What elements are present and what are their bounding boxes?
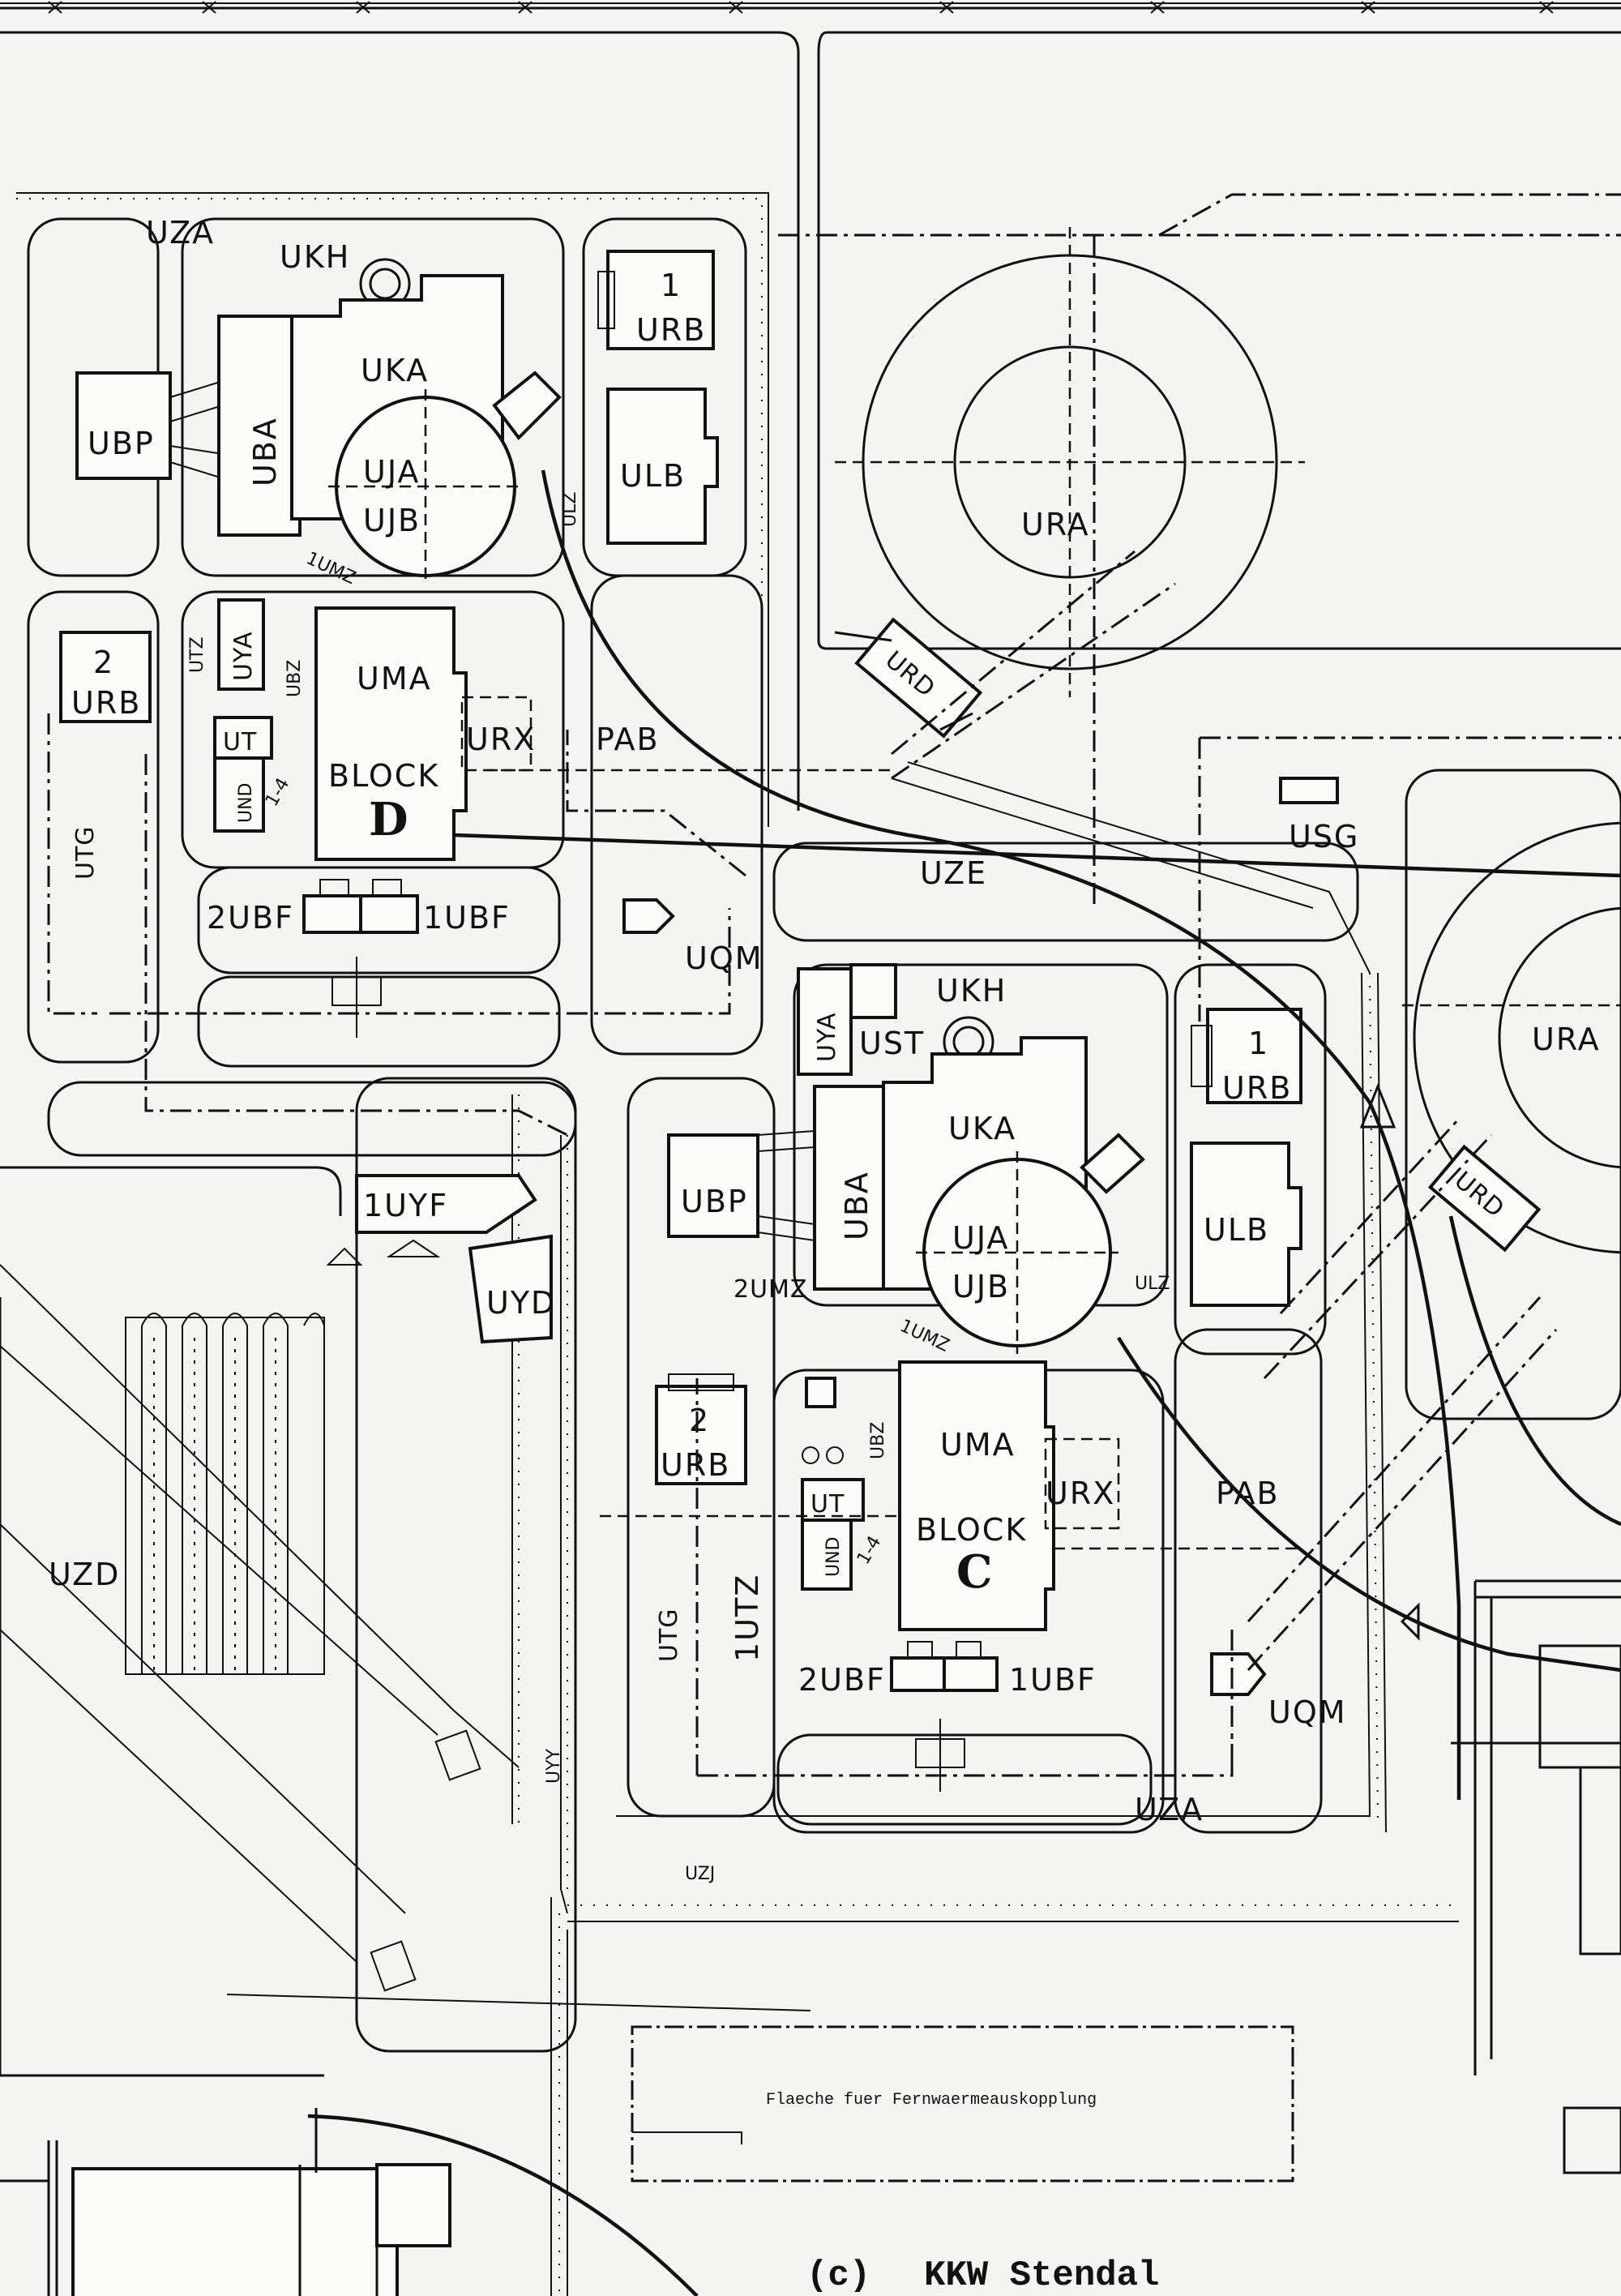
urb1-d-label: URB: [636, 312, 706, 348]
power-lines: [0, 1264, 811, 2011]
uya-c-label: UYA: [813, 1013, 841, 1062]
ubf1-d-label: 1UBF: [423, 900, 511, 936]
uka-d-label: UKA: [361, 353, 429, 388]
cooling-tower-right: URA URD: [1402, 821, 1621, 1254]
uka-c-label: UKA: [948, 1111, 1016, 1146]
ura-label: URA: [1021, 507, 1090, 542]
district-heating-note: Flaeche fuer Fernwaermeauskopplung: [766, 2091, 1097, 2110]
ubp-d-label: UBP: [88, 426, 155, 461]
urb2-d-building: [59, 631, 152, 723]
uze-label: UZE: [920, 855, 987, 891]
ubz-c-label: UBZ: [868, 1422, 888, 1459]
ubz-d-label: UBZ: [284, 660, 305, 697]
ulb-c-label: ULB: [1204, 1212, 1269, 1248]
usg-building: [1279, 777, 1339, 804]
urb2-d-label: URB: [71, 685, 141, 721]
und-d-label: UND: [236, 783, 256, 824]
main-pipelines: [307, 469, 1621, 2296]
ukh-d-label: UKH: [280, 239, 350, 275]
caption-copyright: (c): [806, 2255, 870, 2296]
urb1-c-label: URB: [1222, 1070, 1292, 1106]
urb2-d-num: 2: [93, 645, 114, 680]
ut-c-label: UT: [810, 1490, 845, 1519]
uyf-label: 1UYF: [363, 1188, 448, 1223]
block-c-letter: C: [956, 1545, 993, 1599]
urb1-c-num: 1: [1248, 1026, 1269, 1061]
ujb-d-label: UJB: [363, 503, 421, 538]
urx-d-label: URX: [466, 722, 536, 757]
uja-c-label: UJA: [952, 1220, 1009, 1256]
ulb-d-building: [606, 388, 719, 545]
urx-c-label: URX: [1046, 1476, 1115, 1511]
utg-d-label: UTG: [71, 825, 100, 880]
ubp-d-building: [75, 371, 172, 480]
ubp-c-label: UBP: [681, 1184, 748, 1219]
step-c-label: 1-4: [853, 1533, 886, 1569]
umz-d-label: 1UMZ: [303, 548, 359, 589]
ubf2-c-label: 2UBF: [798, 1662, 886, 1698]
utg-c-label: UTG: [655, 1608, 683, 1662]
block-d: UZA UKH UBP UBA UKA UJA UJB ULZ 1UMZ 1 U…: [59, 215, 763, 1038]
ulb-c-building: [1190, 1142, 1302, 1307]
utz-c-label: 1UTZ: [729, 1574, 765, 1662]
umz1-c-label: 1UMZ: [896, 1316, 952, 1356]
uma-c-building: [898, 1360, 1055, 1631]
cooling-tower-upper: URA URD: [834, 227, 1305, 739]
ulb-d-label: ULB: [620, 458, 686, 494]
ut-d-label: UT: [223, 728, 257, 756]
usg-label: USG: [1289, 819, 1359, 855]
uba-d-building: [217, 315, 302, 537]
uza-c-label: UZA: [1135, 1792, 1204, 1827]
caption-site: KKW Stendal: [924, 2255, 1159, 2296]
utility-lines: [47, 193, 1621, 1777]
step-d-label: 1-4: [262, 775, 294, 811]
uma-d-label: UMA: [357, 661, 432, 696]
block-c-word: BLOCK: [916, 1512, 1027, 1548]
uma-d-building: [314, 606, 468, 861]
uba-c-label: UBA: [839, 1171, 875, 1240]
ust-c-label: UST: [859, 1026, 925, 1061]
bottom-left-buildings: [0, 2108, 451, 2296]
uza-d-label: UZA: [146, 215, 215, 251]
uzd-parking-lot: [125, 1313, 325, 1675]
ujb-c-label: UJB: [952, 1269, 1010, 1304]
map-caption: (c) KKW Stendal: [806, 2255, 1159, 2296]
right-edge-structures: [1451, 1579, 1621, 2174]
uzd-label: UZD: [49, 1557, 120, 1592]
block-d-letter: D: [369, 793, 408, 846]
urb2-c-label: URB: [661, 1447, 730, 1483]
ubf1-c-label: 1UBF: [1009, 1662, 1097, 1698]
district-heating-area: Flaeche fuer Fernwaermeauskopplung: [631, 2025, 1294, 2182]
ulz-d-label: ULZ: [560, 492, 580, 527]
urb1-c-building: [1206, 1008, 1302, 1104]
block-c: UYA UST UKH UBP UBA UKA UJA UJB ULZ 2UMZ…: [655, 963, 1347, 1827]
ura-right-label: URA: [1532, 1022, 1601, 1057]
und-c-label: UND: [823, 1537, 844, 1578]
urb1-d-building: [606, 250, 715, 350]
rail-tracks: [16, 192, 1459, 2296]
utz-d-label: UTZ: [187, 636, 207, 673]
uba-d-label: UBA: [247, 417, 283, 486]
uja-d-label: UJA: [363, 454, 420, 490]
uqm-d-label: UQM: [685, 940, 763, 976]
ubp-c-building: [667, 1133, 759, 1238]
umz2-c-label: 2UMZ: [734, 1275, 807, 1304]
uzj-label: UZJ: [685, 1864, 715, 1884]
pab-d-label: PAB: [596, 722, 660, 757]
uqm-c-label: UQM: [1268, 1694, 1347, 1730]
uma-c-label: UMA: [940, 1427, 1016, 1463]
urb2-c-building: [655, 1385, 747, 1485]
uyf-uyd-area: 1UYF UYD: [326, 1174, 556, 1344]
top-fence: [0, 1, 1621, 14]
ukh-c-label: UKH: [936, 973, 1007, 1009]
uyd-label: UYD: [486, 1285, 556, 1321]
ubf2-d-label: 2UBF: [207, 900, 294, 936]
urb2-c-num: 2: [689, 1403, 710, 1438]
block-d-word: BLOCK: [328, 758, 439, 794]
urb1-d-num: 1: [661, 268, 682, 303]
uyy-label: UYY: [544, 1748, 564, 1784]
ulz-c-label: ULZ: [1135, 1274, 1170, 1294]
uya-d-label: UYA: [229, 632, 258, 681]
